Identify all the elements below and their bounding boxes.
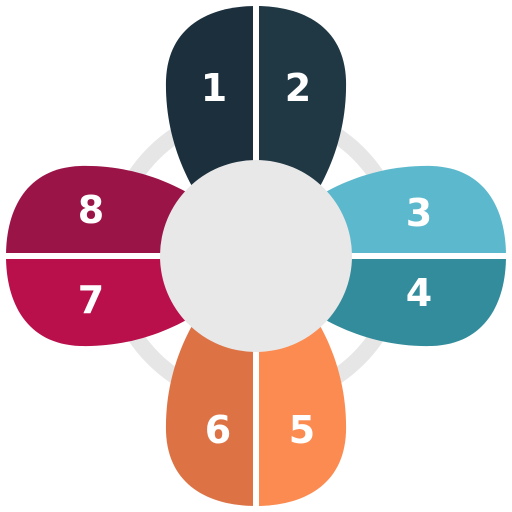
segment-5-label: 5	[289, 408, 315, 452]
segment-3-label: 3	[406, 191, 432, 235]
center-circle	[160, 160, 352, 352]
segment-8-label: 8	[78, 188, 104, 232]
segment-1-label: 1	[201, 66, 227, 110]
segment-7-label: 7	[78, 278, 104, 322]
segment-6-label: 6	[205, 408, 231, 452]
segment-2-label: 2	[285, 66, 311, 110]
segment-4-label: 4	[406, 271, 432, 315]
